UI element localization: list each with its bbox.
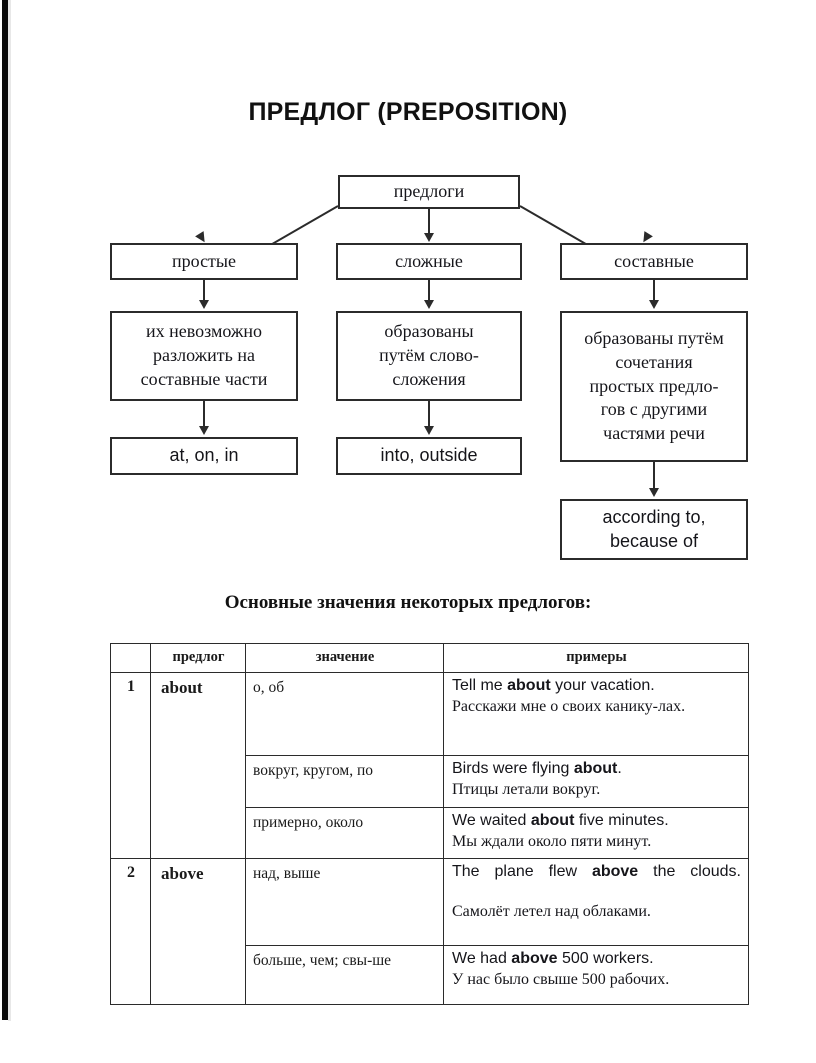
preposition-meanings-table: предлог значение примеры 1 about о, об T… (110, 643, 749, 1005)
row-number: 2 (110, 858, 151, 1005)
example-english: The plane flew above the clouds. (452, 863, 741, 901)
flow-node-examples-complex: into, outside (336, 437, 522, 475)
flow-node-examples-compound: according to, because of (560, 499, 748, 560)
example-en-pre: We had (452, 950, 512, 967)
row-examples: Tell me about your vacation. Расскажи мн… (443, 672, 749, 756)
example-en-pre: Birds were flying (452, 760, 574, 777)
connector-compound-to-definition (653, 280, 655, 302)
example-en-keyword: above (511, 950, 558, 967)
table-row: примерно, около We waited about five min… (111, 807, 749, 859)
connector-definition-to-examples-compound (653, 462, 655, 490)
flow-node-root: предлоги (338, 175, 520, 209)
arrowhead-definition-to-examples-complex (424, 426, 434, 435)
flow-examples-compound-line-2: because of (609, 530, 699, 551)
example-en-post: 500 workers. (557, 950, 654, 967)
example-russian: У нас было свыше 500 рабочих. (452, 970, 670, 988)
table-header-meaning: значение (245, 643, 444, 673)
flow-node-type-simple-label: простые (171, 250, 237, 271)
example-en-pre: The plane flew (452, 863, 592, 880)
example-en-keyword: about (507, 677, 551, 694)
flow-node-definition-compound: образованы путём сочетания простых предл… (560, 311, 748, 462)
row-meaning: вокруг, кругом, по (245, 755, 444, 808)
row-meaning: примерно, около (245, 807, 444, 859)
example-en-post: five minutes. (574, 812, 669, 829)
example-russian: Расскажи мне о своих канику-лах. (452, 697, 686, 715)
flow-node-type-simple: простые (110, 243, 298, 280)
flow-definition-compound-line-3: простых предло- (589, 375, 719, 396)
flow-node-definition-simple: их невозможно разложить на составные час… (110, 311, 298, 401)
flow-definition-compound-line-4: гов с другими (600, 399, 708, 420)
flow-node-type-compound-label: составные (614, 250, 694, 271)
table-row: 1 about о, об Tell me about your vacatio… (110, 672, 749, 859)
table-row: вокруг, кругом, по Birds were flying abo… (111, 755, 749, 808)
scan-binding-edge (2, 0, 8, 1020)
connector-complex-to-definition (428, 280, 430, 302)
example-russian: Птицы летали вокруг. (452, 780, 601, 798)
example-en-pre: Tell me (452, 677, 508, 694)
connector-definition-to-examples-simple (203, 401, 205, 428)
row-meaning: о, об (245, 672, 444, 756)
example-en-keyword: above (591, 863, 639, 880)
table-header-preposition: предлог (150, 643, 246, 673)
section-heading: Основные значения некоторых предлогов: (224, 592, 592, 613)
example-english: Birds were flying about. (452, 760, 741, 779)
table-row: больше, чем; свы-ше We had above 500 wor… (111, 945, 749, 1005)
flow-definition-simple-line-2: разложить на (153, 345, 255, 366)
flow-definition-compound-line-2: сочетания (615, 351, 693, 372)
flow-node-type-complex: сложные (336, 243, 522, 280)
flow-node-root-label: предлоги (393, 181, 465, 202)
flow-definition-complex-line-2: путём слово- (379, 345, 479, 366)
arrowhead-root-to-complex (424, 233, 434, 242)
example-en-post: . (617, 760, 622, 777)
connector-root-to-complex (428, 209, 430, 235)
example-en-post: your vacation. (550, 677, 655, 694)
row-meaning: над, выше (245, 858, 444, 946)
arrowhead-definition-to-examples-simple (199, 426, 209, 435)
row-examples: We had above 500 workers. У нас было свы… (443, 945, 749, 1005)
flow-definition-simple-line-1: их невозможно (146, 321, 262, 342)
table-header-examples: примеры (443, 643, 749, 673)
page-title: ПРЕДЛОГ (PREPOSITION) (248, 98, 568, 126)
scan-binding-shadow (8, 0, 11, 1021)
row-number: 1 (110, 672, 151, 859)
flow-examples-complex-label: into, outside (380, 445, 478, 466)
flow-definition-compound-line-5: частями речи (603, 423, 705, 444)
row-meaning: больше, чем; свы-ше (245, 945, 444, 1005)
table-header-row: предлог значение примеры (110, 643, 749, 673)
flow-definition-complex-line-3: сложения (392, 368, 466, 389)
arrowhead-compound-to-definition (649, 300, 659, 309)
table-header-number (110, 643, 151, 673)
example-english: Tell me about your vacation. (452, 677, 741, 696)
example-russian: Самолёт летел над облаками. (452, 902, 651, 920)
row-examples: The plane flew above the clouds. Самолёт… (443, 858, 749, 946)
row-examples: Birds were flying about. Птицы летали во… (443, 755, 749, 808)
flow-definition-complex-line-1: образованы (384, 321, 474, 342)
preposition-flowchart: предлоги простые сложные составные их (110, 175, 748, 560)
arrowhead-simple-to-definition (199, 300, 209, 309)
table-row: 2 above над, выше The plane flew above t… (110, 858, 749, 1005)
row-examples: We waited about five minutes. Мы ждали о… (443, 807, 749, 859)
row-preposition: above (150, 858, 246, 1005)
flow-node-type-complex-label: сложные (395, 250, 463, 271)
example-en-keyword: about (530, 812, 575, 829)
example-russian: Мы ждали около пяти минут. (452, 832, 652, 850)
example-en-pre: We waited (452, 812, 531, 829)
arrowhead-complex-to-definition (424, 300, 434, 309)
flow-node-examples-simple: at, on, in (110, 437, 298, 475)
flow-definition-simple-line-3: составные части (140, 368, 268, 389)
connector-definition-to-examples-complex (428, 401, 430, 428)
example-english: We had above 500 workers. (452, 950, 741, 969)
flow-node-definition-complex: образованы путём слово- сложения (336, 311, 522, 401)
flow-definition-compound-line-1: образованы путём (584, 328, 724, 349)
example-en-post: the clouds. (638, 863, 741, 880)
flow-node-type-compound: составные (560, 243, 748, 280)
flow-examples-simple-label: at, on, in (169, 445, 239, 466)
flow-examples-compound-line-1: according to, (602, 506, 706, 527)
arrowhead-definition-to-examples-compound (649, 488, 659, 497)
connector-simple-to-definition (203, 280, 205, 302)
row-preposition: about (150, 672, 246, 859)
example-english: We waited about five minutes. (452, 812, 741, 831)
example-en-keyword: about (573, 760, 618, 777)
